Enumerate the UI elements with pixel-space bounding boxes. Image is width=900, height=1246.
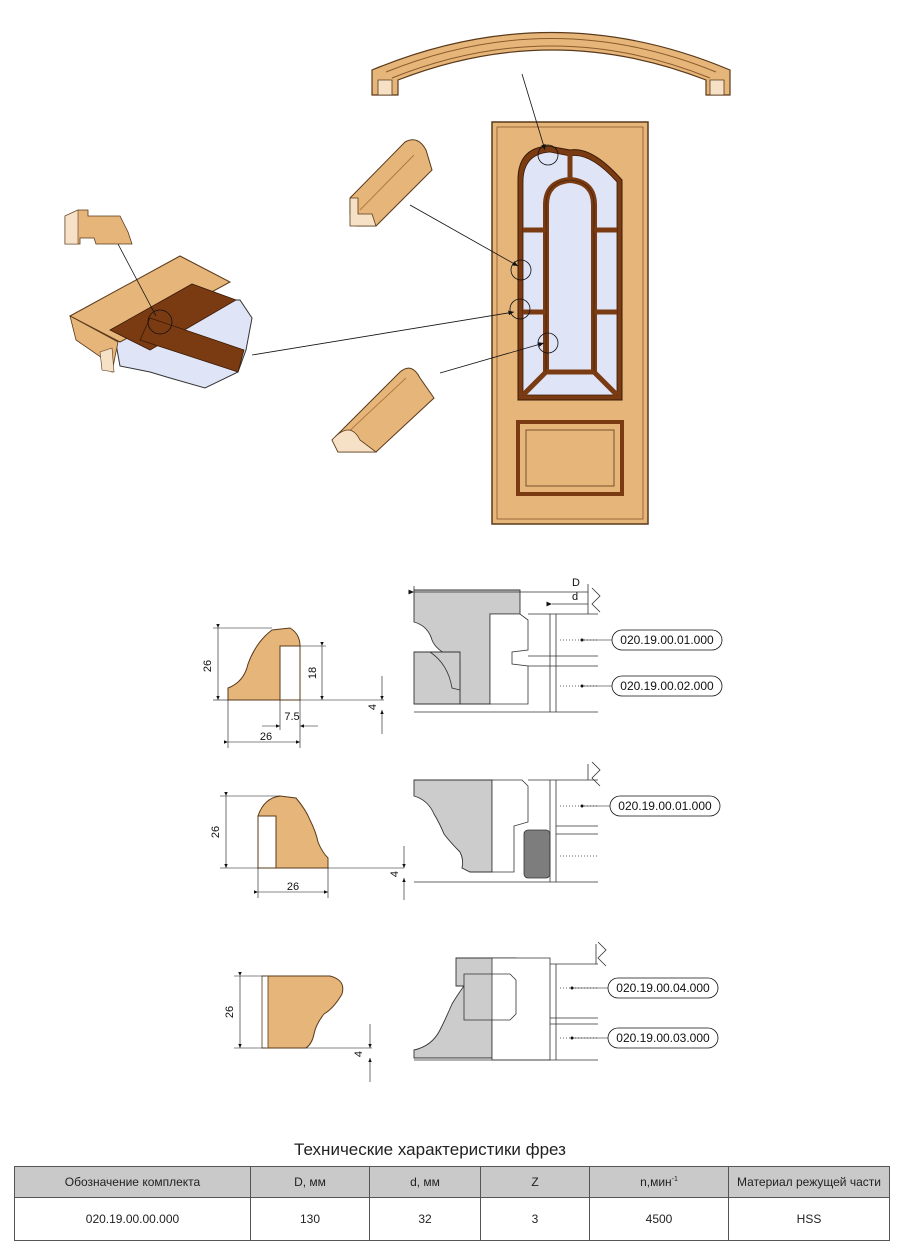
technical-drawing: 26 18 7.5 26 4 D d — [64, 31, 731, 1082]
cutter-D-label: D — [572, 577, 580, 589]
p2-offset-label: 4 — [389, 871, 401, 877]
cutter-2: 020.19.00.01.000 — [413, 761, 721, 883]
th-n-sup: -1 — [671, 1176, 678, 1183]
code-cutter1-bottom: 020.19.00.02.000 — [620, 679, 714, 693]
p1-slot-width-label: 7.5 — [284, 711, 299, 723]
arch-moulding — [371, 31, 731, 96]
spec-header-row: Обозначение комплекта D, мм d, мм Z n,ми… — [14, 1166, 890, 1198]
td-d: 32 — [369, 1197, 481, 1241]
p1-height-label: 26 — [202, 660, 214, 672]
th-Z: Z — [480, 1166, 590, 1198]
moulding-piece-upper — [349, 139, 433, 227]
p1-slot-depth-label: 18 — [307, 667, 319, 679]
p2-width-label: 26 — [287, 881, 299, 893]
td-D: 130 — [250, 1197, 370, 1241]
leader-lines — [117, 73, 546, 374]
p3-height-label: 26 — [224, 1006, 236, 1018]
profile-1: 26 18 7.5 26 4 — [202, 623, 384, 748]
p1-offset-label: 4 — [367, 704, 379, 710]
code-cutter1-top: 020.19.00.01.000 — [620, 633, 714, 647]
p1-width-label: 26 — [260, 731, 272, 743]
td-n: 4500 — [589, 1197, 729, 1241]
p3-offset-label: 4 — [353, 1051, 365, 1057]
table-row: 020.19.00.00.000 130 32 3 4500 HSS — [14, 1197, 890, 1241]
th-d: d, мм — [369, 1166, 481, 1198]
th-set: Обозначение комплекта — [14, 1166, 251, 1198]
td-material: HSS — [728, 1197, 890, 1241]
cutter-d-label: d — [572, 591, 578, 603]
p2-height-label: 26 — [210, 826, 222, 838]
th-material: Материал режущей части — [728, 1166, 890, 1198]
profile-2: 26 26 4 — [210, 791, 406, 900]
td-Z: 3 — [480, 1197, 590, 1241]
corner-joint-detail — [64, 209, 253, 389]
door — [491, 121, 649, 525]
moulding-piece-lower — [331, 367, 435, 453]
th-n-label: n,мин — [640, 1175, 672, 1189]
profile-3: 26 4 — [224, 971, 372, 1082]
td-set: 020.19.00.00.000 — [14, 1197, 251, 1241]
th-D: D, мм — [250, 1166, 370, 1198]
spec-title: Технические характеристики фрез — [294, 1140, 566, 1159]
cutter-3: 020.19.00.04.000 020.19.00.03.000 — [413, 941, 719, 1061]
spec-table: Обозначение комплекта D, мм d, мм Z n,ми… — [14, 1166, 890, 1241]
th-n: n,мин-1 — [589, 1166, 729, 1198]
cutter-1: D d 020.19.00.01.000 020.19.00.02.000 — [408, 577, 723, 713]
code-cutter3-top: 020.19.00.04.000 — [616, 981, 710, 995]
code-cutter3-bottom: 020.19.00.03.000 — [616, 1031, 710, 1045]
code-cutter2: 020.19.00.01.000 — [618, 799, 712, 813]
